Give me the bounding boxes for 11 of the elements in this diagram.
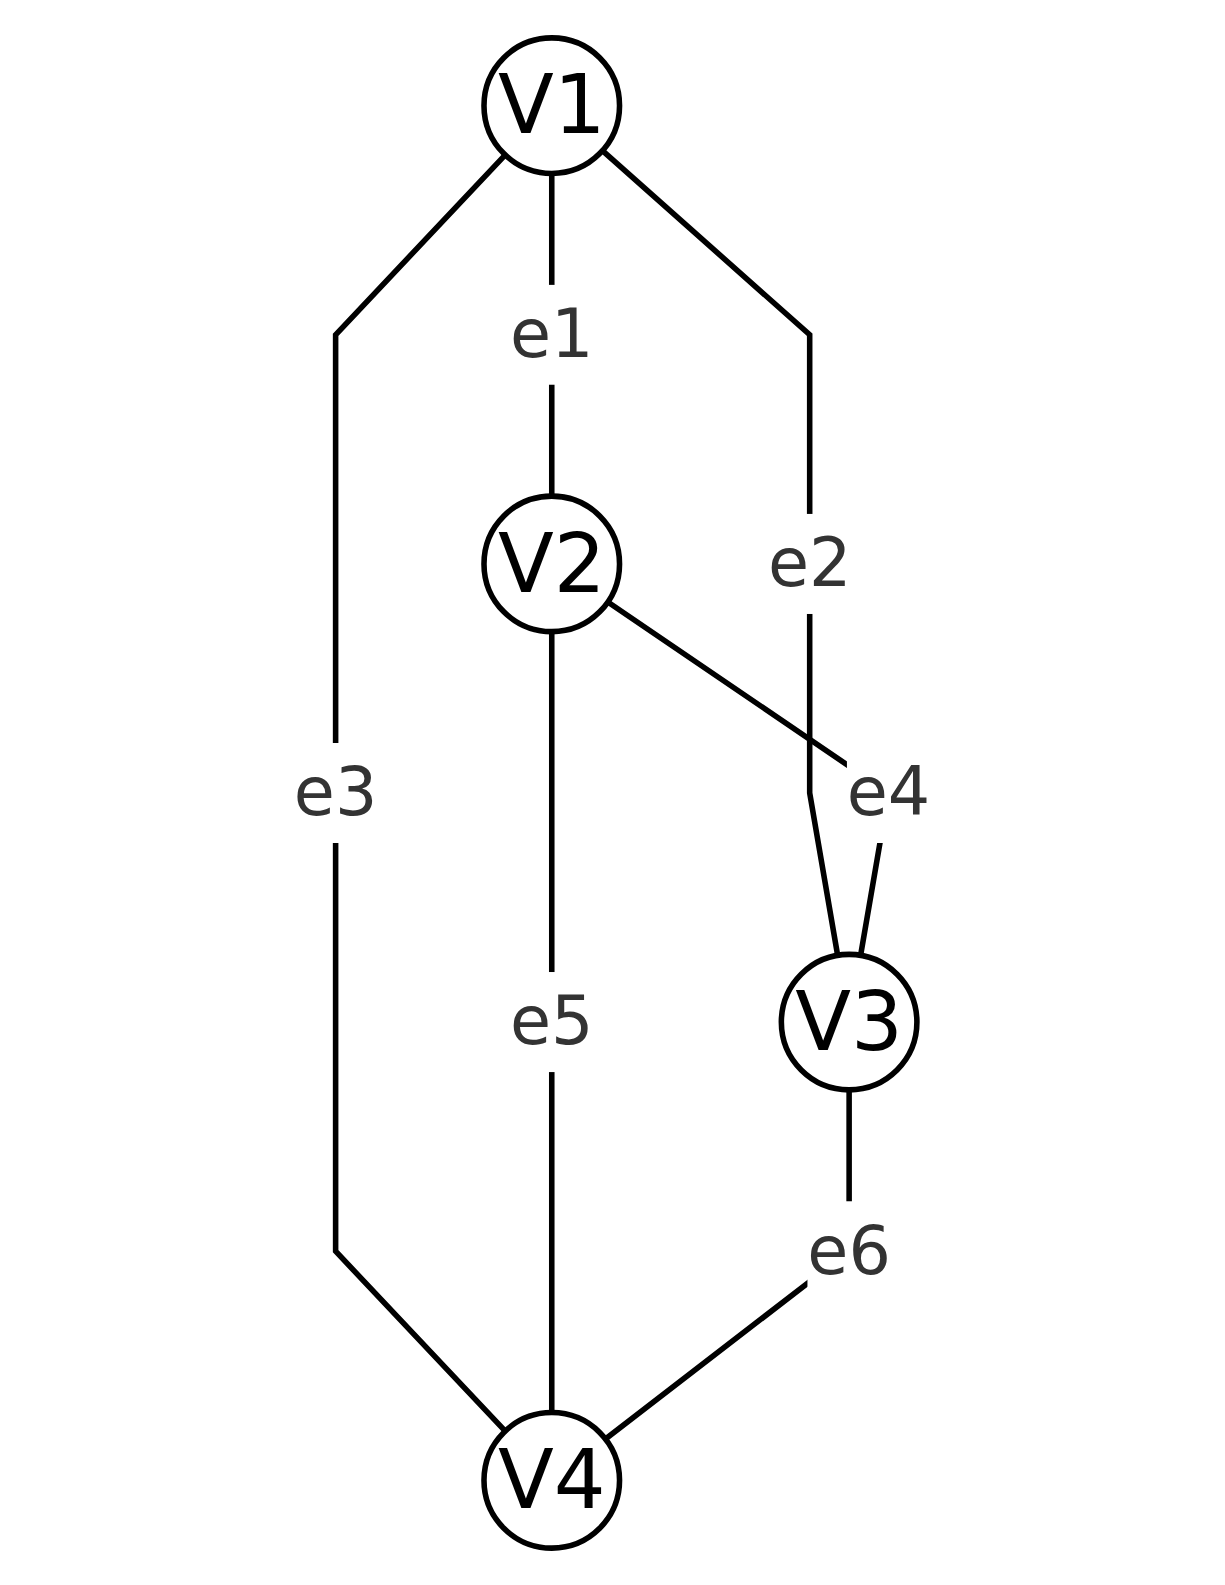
edge-label: e6 bbox=[807, 1211, 892, 1288]
connector bbox=[333, 152, 508, 1433]
edge-label: e3 bbox=[294, 753, 378, 830]
node-circle: V2 bbox=[481, 492, 623, 634]
node-circle: V1 bbox=[481, 34, 623, 176]
node-circle: V4 bbox=[481, 1409, 623, 1551]
edge-label: e1 bbox=[510, 295, 594, 372]
edge-label: e5 bbox=[510, 982, 594, 1059]
edge-label: e4 bbox=[847, 753, 931, 830]
node-circle: V3 bbox=[779, 951, 921, 1093]
edge-label: e2 bbox=[768, 524, 852, 601]
